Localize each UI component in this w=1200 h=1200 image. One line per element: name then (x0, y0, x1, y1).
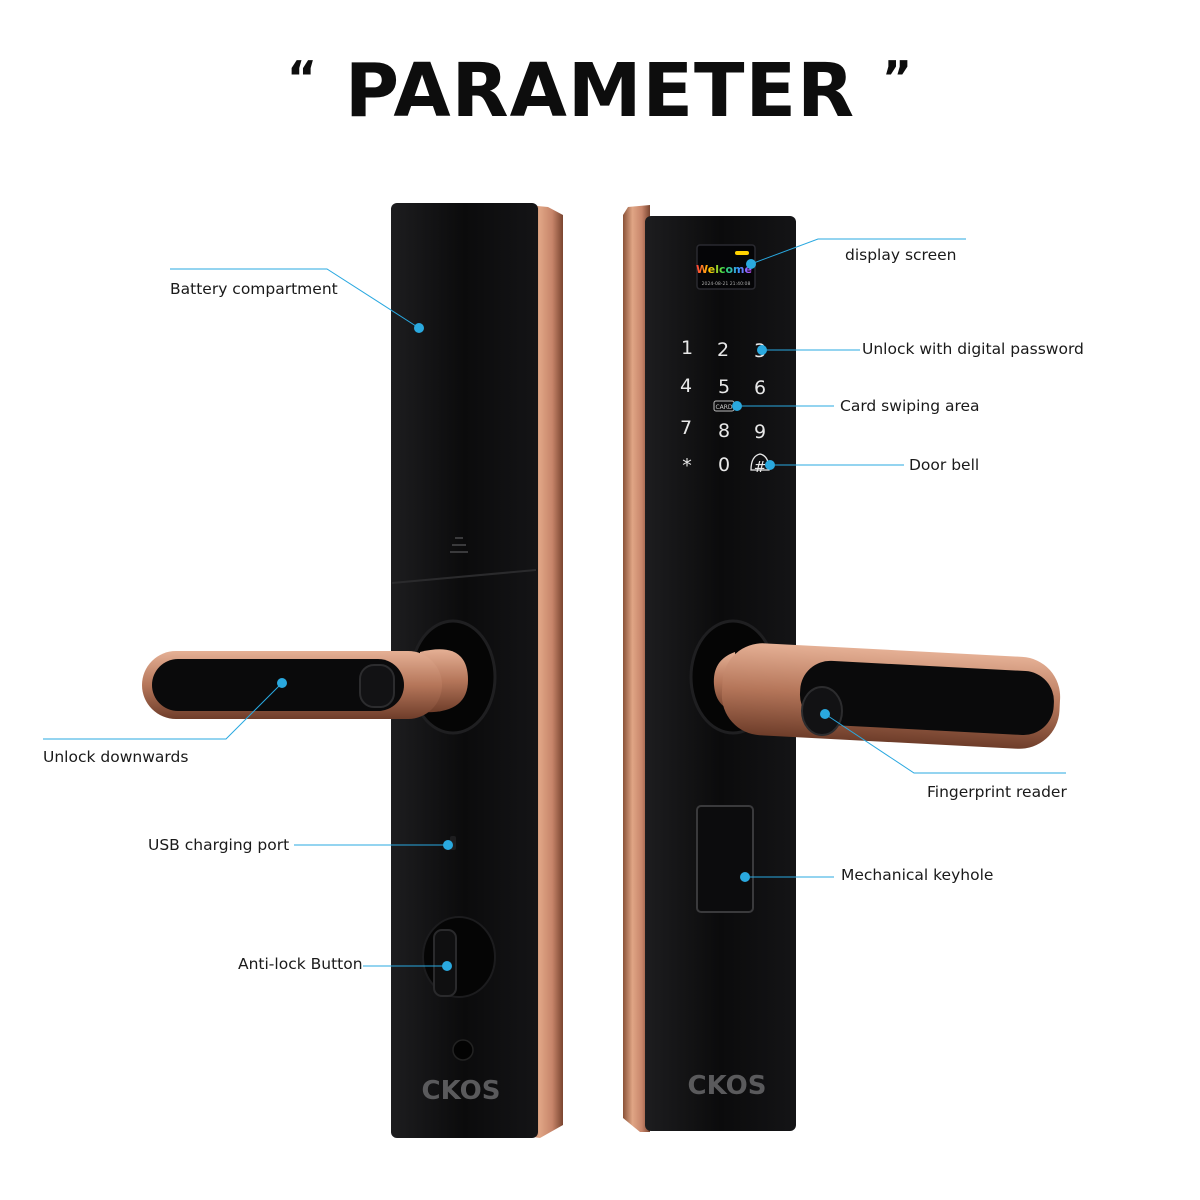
key-9[interactable]: 9 (754, 421, 766, 443)
label-unlock-digital-password: Unlock with digital password (862, 340, 1084, 358)
left-lock-panel: CKOS (142, 203, 563, 1138)
keypad: 1 2 3 4 5 6 7 8 9 * 0 # (680, 337, 766, 477)
key-hash[interactable]: # (754, 458, 767, 476)
key-1[interactable]: 1 (681, 337, 693, 359)
title-open-quote: “ (286, 51, 319, 105)
callout-dots (277, 259, 830, 971)
label-unlock-downwards: Unlock downwards (43, 748, 189, 766)
key-4[interactable]: 4 (680, 375, 692, 397)
key-8[interactable]: 8 (718, 420, 730, 442)
title-close-quote: ” (881, 51, 914, 105)
screen-datetime: 2024-08-21 21:40:08 (702, 281, 751, 287)
label-fingerprint-reader: Fingerprint reader (927, 783, 1067, 801)
key-6[interactable]: 6 (754, 377, 766, 399)
label-door-bell: Door bell (909, 456, 980, 474)
key-7[interactable]: 7 (680, 417, 692, 439)
right-lock-panel: Welcome 2024-08-21 21:40:08 1 2 3 4 5 6 … (623, 205, 1061, 1132)
label-card-swiping-area: Card swiping area (840, 397, 980, 415)
key-5[interactable]: 5 (718, 376, 730, 398)
key-2[interactable]: 2 (717, 339, 729, 361)
right-logo: CKOS (688, 1071, 767, 1101)
label-anti-lock-button: Anti-lock Button (238, 955, 363, 973)
label-battery-compartment: Battery compartment (170, 280, 338, 298)
callout-lines (43, 238, 1066, 967)
label-display-screen: display screen (845, 246, 957, 264)
screen-greeting: Welcome (696, 263, 752, 276)
label-mechanical-keyhole: Mechanical keyhole (841, 866, 994, 884)
title-text: PARAMETER (344, 48, 856, 134)
left-logo: CKOS (422, 1076, 501, 1106)
key-star[interactable]: * (682, 455, 692, 477)
key-0[interactable]: 0 (718, 454, 730, 476)
label-usb-charging-port: USB charging port (148, 836, 290, 854)
card-tag: CARD (715, 404, 732, 411)
page-title: “ PARAMETER ” (0, 48, 1200, 134)
keyhole-cover (696, 805, 754, 913)
